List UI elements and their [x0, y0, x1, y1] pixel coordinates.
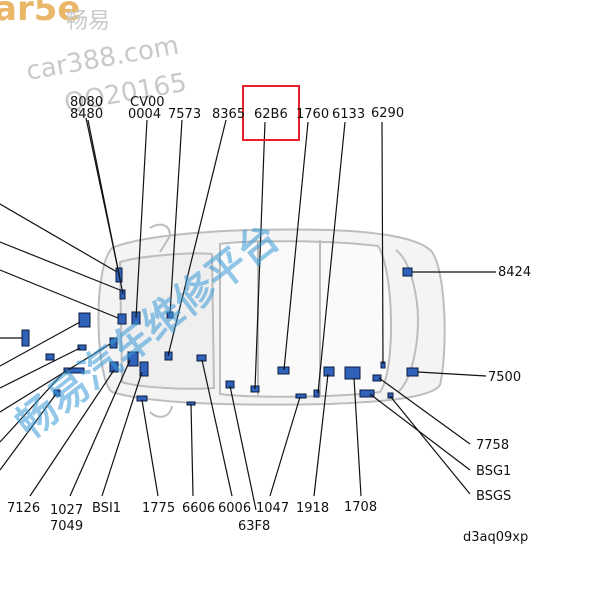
label-1047[interactable]: 1047: [256, 501, 289, 516]
connector-block: [117, 313, 127, 325]
label-6006[interactable]: 6006: [218, 501, 251, 516]
connector-block: [127, 351, 139, 367]
label-1760[interactable]: 1760: [296, 107, 329, 122]
leader-line: [0, 343, 111, 413]
connector-block: [277, 366, 290, 375]
watermark-site-cn: 畅易: [66, 9, 110, 34]
label-1775[interactable]: 1775: [142, 501, 175, 516]
label-1708[interactable]: 1708: [344, 500, 377, 515]
label-8480[interactable]: 8480: [70, 107, 103, 122]
connector-block: [63, 367, 85, 374]
diagram-code: d3aq09xp: [463, 530, 528, 545]
leader-line: [269, 396, 301, 497]
connector-block: [78, 312, 91, 328]
connector-block: [196, 354, 207, 362]
label-bsi1[interactable]: BSI1: [92, 501, 121, 516]
leader-line: [0, 393, 57, 471]
connector-block: [109, 337, 118, 349]
label-bsgs[interactable]: BSGS: [476, 489, 511, 504]
leader-line: [101, 371, 143, 497]
right-labels: 8424 7500 7758 BSG1 BSGS: [476, 265, 531, 504]
connector-block: [387, 392, 394, 399]
label-6133[interactable]: 6133: [332, 107, 365, 122]
label-1918[interactable]: 1918: [296, 501, 329, 516]
leader-line: [87, 119, 124, 295]
label-cv00[interactable]: CV00: [130, 95, 165, 110]
leader-line: [317, 121, 346, 394]
connector-block: [53, 389, 61, 397]
connector-block: [45, 353, 55, 361]
leader-line: [353, 377, 362, 497]
label-6290[interactable]: 6290: [371, 106, 404, 121]
leader-line: [389, 395, 471, 495]
watermark-logo: ar5e: [0, 0, 80, 29]
leader-lines: [0, 117, 496, 511]
leader-line: [254, 121, 266, 390]
leader-line: [190, 403, 194, 497]
leader-line: [135, 119, 148, 319]
connector-block: [77, 344, 87, 351]
leader-line: [29, 369, 115, 497]
leader-line: [283, 121, 309, 371]
top-labels: 8080 8480 CV00 0004 7573 8365 62B6 1760 …: [70, 95, 404, 122]
label-0004[interactable]: 0004: [128, 107, 161, 122]
connector-block: [295, 393, 307, 399]
connector-block: [406, 367, 419, 377]
leader-line: [0, 371, 65, 443]
leader-line: [0, 347, 81, 389]
label-7758[interactable]: 7758: [476, 438, 509, 453]
label-62b6[interactable]: 62B6: [254, 107, 288, 122]
leader-line: [0, 269, 119, 319]
leader-line: [69, 359, 131, 497]
connector-block: [313, 389, 320, 398]
label-8424[interactable]: 8424: [498, 265, 531, 280]
label-8365[interactable]: 8365: [212, 107, 245, 122]
leader-line: [0, 321, 81, 367]
connector-block: [109, 361, 119, 373]
connector-block: [359, 389, 375, 398]
connector-block: [323, 366, 335, 377]
label-bsg1[interactable]: BSG1: [476, 464, 511, 479]
connector-block: [402, 267, 413, 277]
leader-line: [201, 359, 233, 497]
label-7500[interactable]: 7500: [488, 370, 521, 385]
leader-line: [229, 385, 257, 511]
label-7049[interactable]: 7049: [50, 519, 83, 534]
leader-line: [0, 203, 118, 273]
leader-line: [313, 373, 329, 497]
label-7126[interactable]: 7126: [7, 501, 40, 516]
connector-block: [139, 361, 149, 377]
leader-line: [141, 399, 159, 497]
highlight-box: [242, 85, 300, 141]
vehicle-outline: [97, 223, 446, 418]
label-7573[interactable]: 7573: [168, 107, 201, 122]
label-1027[interactable]: 1027: [50, 503, 83, 518]
leader-line: [167, 119, 227, 357]
label-6606[interactable]: 6606: [182, 501, 215, 516]
leader-line: [417, 371, 487, 377]
label-8080[interactable]: 8080: [70, 95, 103, 110]
label-63f8[interactable]: 63F8: [238, 519, 270, 534]
bottom-labels: 7126 1027 7049 BSI1 1775 6606 6006 63F8 …: [7, 500, 377, 534]
leader-line: [378, 377, 471, 445]
leader-line: [0, 241, 121, 291]
leader-line: [381, 121, 384, 365]
connector-block: [372, 374, 382, 382]
leader-line: [169, 119, 183, 315]
connector-block: [21, 329, 30, 347]
connector-block: [344, 366, 361, 380]
